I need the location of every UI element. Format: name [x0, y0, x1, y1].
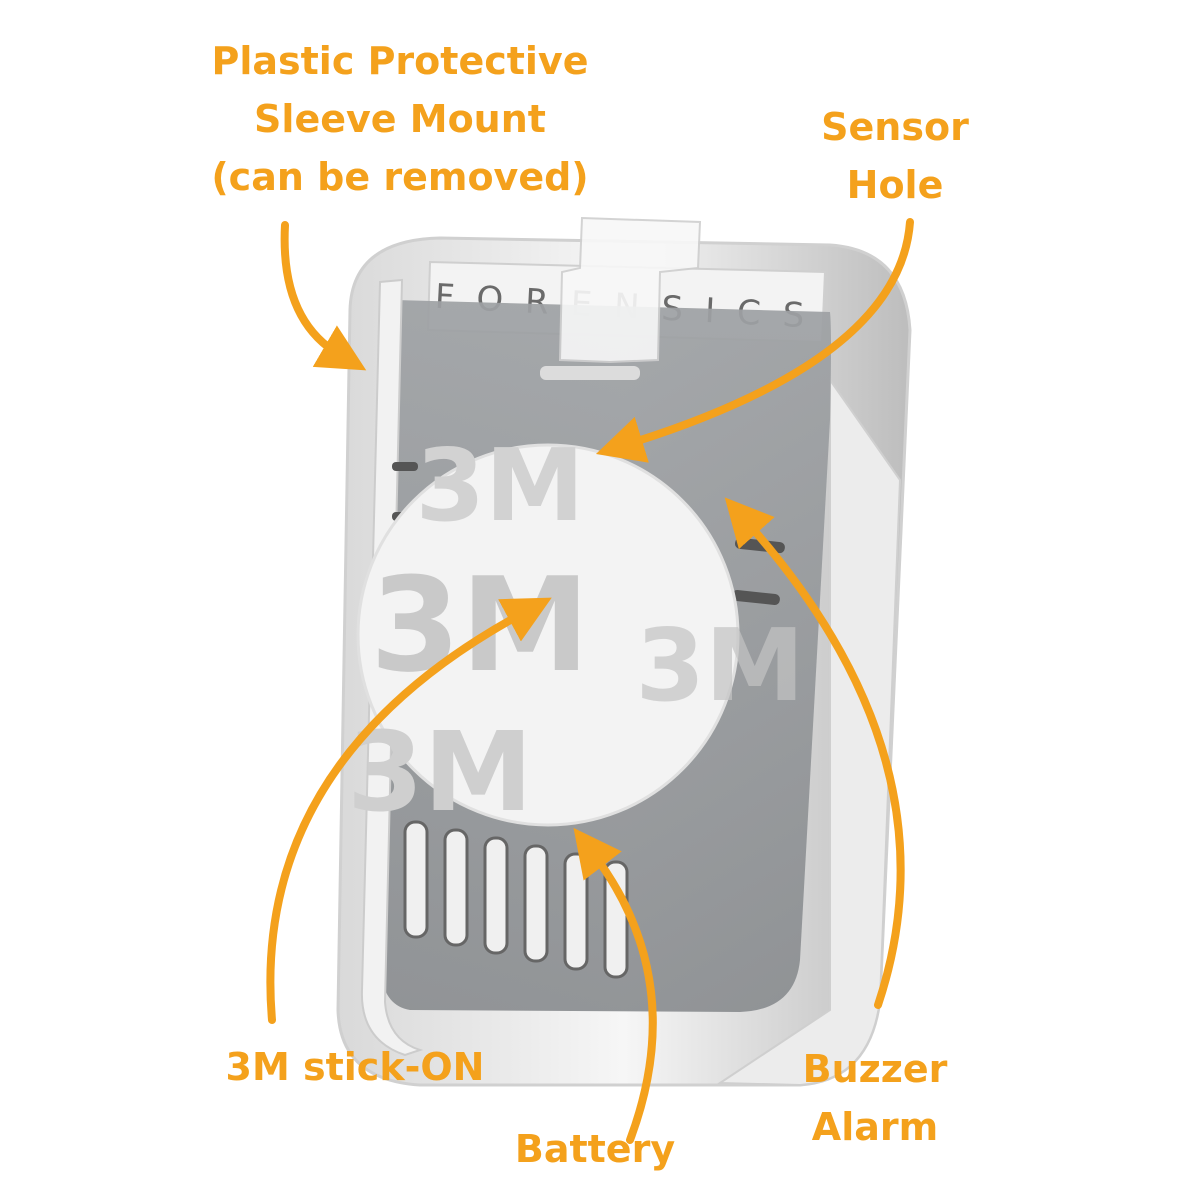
sticker-3m-a: 3M: [370, 549, 590, 701]
callout-stick-on: 3M stick-ON: [205, 1038, 505, 1096]
callout-sleeve-mount: Plastic Protective Sleeve Mount (can be …: [200, 32, 600, 206]
sleeve-clip: [540, 216, 702, 380]
annotation-arrows: [266, 218, 914, 1144]
sticker-3m-c: 3M: [415, 427, 584, 544]
callout-stick-line1: 3M stick-ON: [225, 1045, 485, 1089]
callout-buzzer-line2: Alarm: [811, 1105, 939, 1149]
callout-sleeve-line3: (can be removed): [211, 155, 589, 199]
callout-buzzer-alarm: Buzzer Alarm: [785, 1040, 965, 1156]
arrow-stick: [266, 597, 552, 1024]
arrow-buzzer: [724, 497, 905, 1009]
sticker-3m-edge: 3M: [635, 607, 804, 724]
callout-sensor-line1: Sensor: [821, 105, 969, 149]
callout-sensor-hole: Sensor Hole: [800, 98, 990, 214]
callout-sleeve-line2: Sleeve Mount: [254, 97, 546, 141]
arrow-battery: [573, 827, 657, 1144]
callout-buzzer-line1: Buzzer: [802, 1047, 948, 1091]
battery-vents: [403, 820, 629, 979]
arrow-sensor: [595, 218, 914, 463]
callout-sensor-line2: Hole: [846, 163, 944, 207]
callout-sleeve-line1: Plastic Protective: [211, 39, 589, 83]
callout-battery-line1: Battery: [514, 1127, 676, 1171]
sticker-3m-b: 3M: [347, 708, 533, 836]
callout-battery: Battery: [500, 1120, 690, 1178]
arrow-sleeve: [280, 221, 367, 371]
